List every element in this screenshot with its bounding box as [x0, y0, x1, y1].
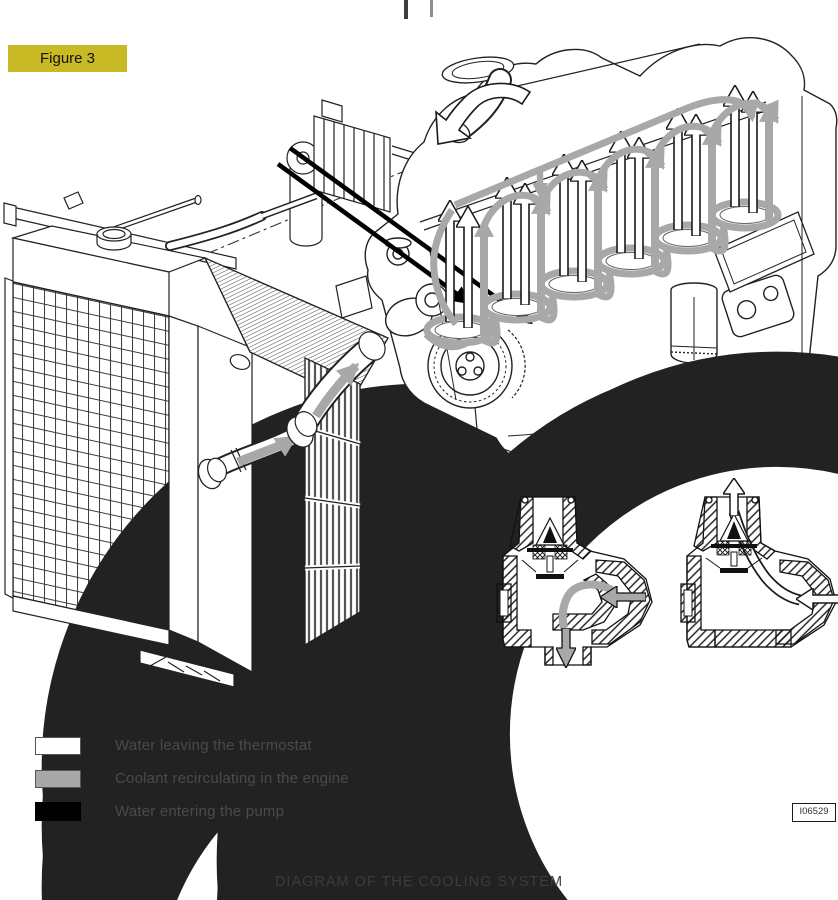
thermostat-outlet [435, 56, 532, 145]
legend-row-recirculating: Coolant recirculating in the engine [35, 769, 455, 788]
pump-inlet-elbow [286, 275, 838, 900]
figure-caption: DIAGRAM OF THE COOLING SYSTEM [274, 874, 564, 890]
cylinder-flow [423, 85, 782, 351]
legend-swatch-gray [35, 769, 81, 788]
radiator-side-plate [197, 325, 253, 674]
legend-swatch-white [35, 736, 81, 755]
radiator-filler-cap [96, 226, 132, 251]
image-code: I06529 [792, 803, 836, 822]
thermostat-cutaway-open [680, 478, 838, 648]
thermostat-cutaway-closed [496, 496, 653, 668]
legend-label: Coolant recirculating in the engine [115, 770, 349, 787]
legend-swatch-black [35, 802, 81, 821]
injection-pump [721, 274, 795, 338]
legend-label: Water leaving the thermostat [115, 737, 312, 754]
flow-coolant-elbow-arrow [312, 362, 360, 419]
radiator-stand [139, 649, 235, 688]
legend-row-thermostat: Water leaving the thermostat [35, 736, 455, 755]
legend-label: Water entering the pump [115, 803, 285, 820]
legend-row-pump: Water entering the pump [35, 802, 455, 821]
figure-label-badge: Figure 3 [8, 45, 127, 72]
page-crop-mark-left [404, 0, 408, 19]
flow-water-leaving-thermostat-arrow [435, 82, 532, 145]
page-crop-mark-right [430, 0, 433, 17]
legend: Water leaving the thermostat Coolant rec… [35, 736, 455, 835]
fuel-filter [670, 282, 718, 364]
